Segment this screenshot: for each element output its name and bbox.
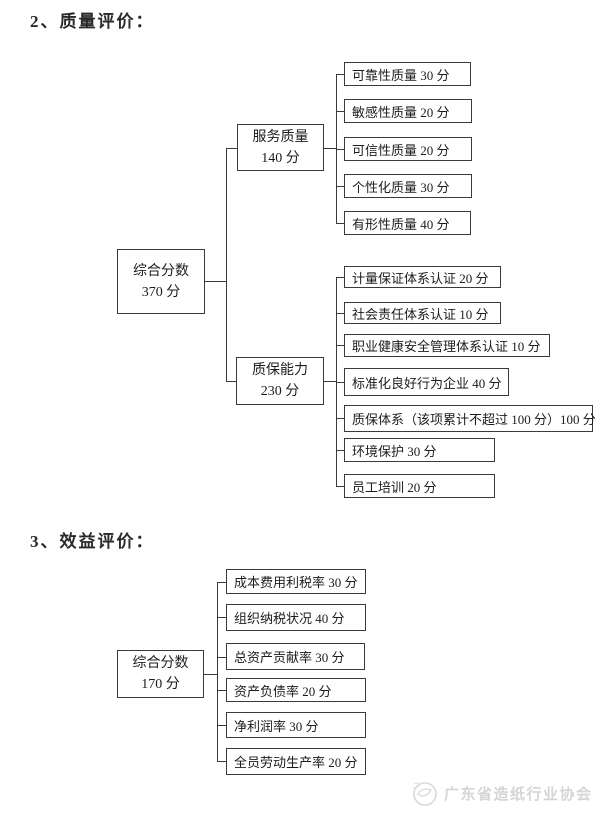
benefit-child-node: 成本费用利税率 30 分 bbox=[226, 569, 366, 594]
quality-root-score: 370 分 bbox=[141, 284, 181, 300]
benefit-child-node: 净利润率 30 分 bbox=[226, 712, 366, 738]
assurance-label: 质保能力 bbox=[252, 363, 308, 378]
footer-org-name: 广东省造纸行业协会 bbox=[444, 786, 593, 803]
service-child-node: 可靠性质量 30 分 bbox=[344, 62, 471, 86]
connector-line bbox=[336, 345, 344, 346]
connector-line bbox=[226, 148, 237, 149]
connector-line bbox=[336, 74, 344, 75]
connector-line bbox=[336, 450, 344, 451]
section-benefit-title: 3、效益评价： bbox=[30, 532, 155, 551]
assurance-child-node: 员工培训 20 分 bbox=[344, 474, 495, 498]
benefit-child-node: 全员劳动生产率 20 分 bbox=[226, 748, 366, 775]
benefit-root-label: 综合分数 bbox=[132, 656, 189, 671]
service-child-node: 有形性质量 40 分 bbox=[344, 211, 471, 235]
assurance-score: 230 分 bbox=[260, 384, 300, 399]
connector-line bbox=[217, 761, 226, 762]
quality-root-node: 综合分数 370 分 bbox=[117, 249, 205, 314]
connector-line bbox=[324, 381, 336, 382]
assurance-child-node: 计量保证体系认证 20 分 bbox=[344, 266, 501, 288]
connector-line bbox=[217, 690, 226, 691]
benefit-child-node: 总资产贡献率 30 分 bbox=[226, 643, 365, 670]
benefit-child-node: 组织纳税状况 40 分 bbox=[226, 604, 366, 631]
quality-root-label: 综合分数 bbox=[133, 263, 189, 279]
connector-line bbox=[204, 674, 217, 675]
assurance-child-node: 社会责任体系认证 10 分 bbox=[344, 302, 501, 324]
connector-line bbox=[336, 313, 344, 314]
connector-line bbox=[205, 281, 226, 282]
benefit-root-score: 170 分 bbox=[141, 677, 180, 692]
connector-line bbox=[336, 486, 344, 487]
connector-line bbox=[226, 148, 227, 381]
service-child-node: 敏感性质量 20 分 bbox=[344, 99, 472, 123]
assurance-child-node: 标准化良好行为企业 40 分 bbox=[344, 368, 509, 396]
connector-line bbox=[217, 617, 226, 618]
connector-line bbox=[336, 186, 344, 187]
connector-line bbox=[336, 277, 344, 278]
assurance-node: 质保能力 230 分 bbox=[236, 357, 324, 405]
connector-line bbox=[336, 382, 344, 383]
service-child-node: 可信性质量 20 分 bbox=[344, 137, 472, 161]
assurance-child-node: 环境保护 30 分 bbox=[344, 438, 495, 462]
connector-line bbox=[217, 725, 226, 726]
service-quality-label: 服务质量 bbox=[252, 129, 309, 145]
service-child-node: 个性化质量 30 分 bbox=[344, 174, 472, 198]
connector-line bbox=[336, 223, 344, 224]
assurance-child-node: 质保体系（该项累计不超过 100 分）100 分 bbox=[344, 405, 596, 432]
connector-line bbox=[336, 111, 344, 112]
connector-line bbox=[217, 582, 218, 762]
section-quality-title: 2、质量评价： bbox=[30, 12, 155, 31]
benefit-root-node: 综合分数 170 分 bbox=[117, 650, 204, 698]
assurance-child-node: 职业健康安全管理体系认证 10 分 bbox=[344, 334, 550, 357]
connector-line bbox=[217, 657, 226, 658]
connector-line bbox=[324, 148, 336, 149]
connector-line bbox=[336, 277, 337, 486]
connector-line bbox=[336, 418, 344, 419]
connector-line bbox=[336, 149, 344, 150]
connector-line bbox=[226, 381, 236, 382]
connector-line bbox=[217, 582, 226, 583]
service-quality-score: 140 分 bbox=[261, 150, 300, 166]
service-quality-node: 服务质量 140 分 bbox=[237, 124, 324, 171]
association-logo-icon bbox=[412, 782, 437, 806]
benefit-child-node: 资产负债率 20 分 bbox=[226, 678, 366, 702]
